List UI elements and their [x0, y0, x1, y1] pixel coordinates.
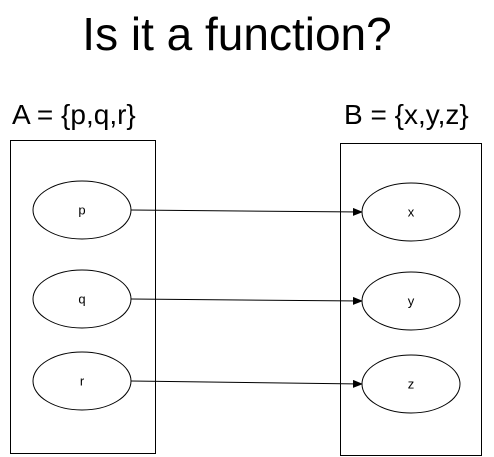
diagram-title: Is it a function? — [82, 8, 392, 60]
node-y-ellipse — [361, 271, 461, 331]
set-a-elements: p q r — [32, 180, 132, 411]
node-z-label: z — [408, 377, 415, 392]
set-b-label: B = {x,y,z} — [344, 99, 469, 130]
node-q-label: q — [78, 292, 85, 307]
set-b-box — [340, 143, 482, 456]
set-b-elements: x y z — [361, 182, 461, 414]
set-a-label: A = {p,q,r} — [12, 99, 136, 130]
node-p: p — [32, 180, 132, 240]
node-x: x — [361, 182, 461, 242]
node-q: q — [32, 269, 132, 329]
node-r: r — [32, 351, 132, 411]
node-x-ellipse — [361, 182, 461, 242]
mapping-arrows — [130, 207, 363, 388]
arrow-r-to-z — [130, 379, 363, 388]
arrow-p-to-x — [130, 207, 363, 216]
node-q-ellipse — [32, 269, 132, 329]
node-z: z — [361, 354, 461, 414]
node-x-label: x — [408, 205, 415, 220]
node-p-label: p — [78, 203, 85, 218]
set-a-box — [10, 140, 156, 454]
node-z-ellipse — [361, 354, 461, 414]
arrow-q-to-y — [130, 296, 363, 305]
node-y-label: y — [408, 294, 415, 309]
node-r-ellipse — [32, 351, 132, 411]
node-r-label: r — [80, 374, 85, 389]
node-y: y — [361, 271, 461, 331]
node-p-ellipse — [32, 180, 132, 240]
